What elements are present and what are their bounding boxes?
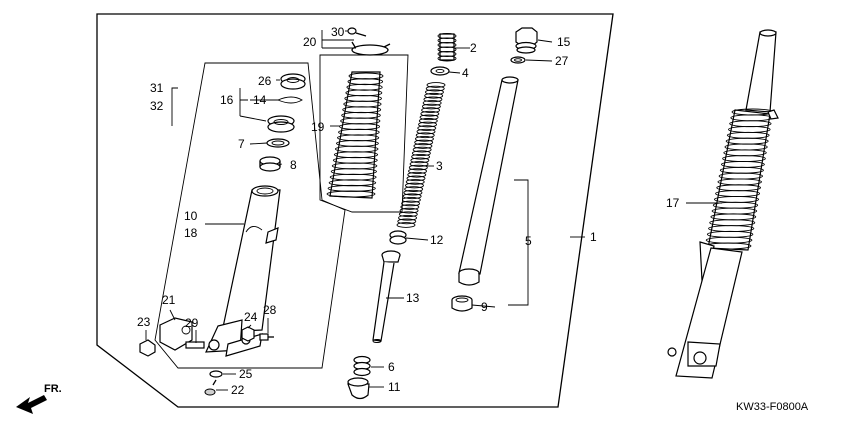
front-fork-assembly-part (667, 29, 779, 379)
callout-22: 22 (231, 383, 245, 397)
oil-seal-part (267, 115, 295, 133)
fork-bolt-part (515, 27, 538, 54)
callout-12: 12 (430, 233, 444, 247)
callout-10: 10 (184, 209, 198, 223)
fork-piston-part (372, 250, 401, 343)
axle-holder-part (159, 317, 193, 351)
callout-24: 24 (244, 310, 258, 324)
callout-19: 19 (311, 120, 325, 134)
drain-nut-part (241, 326, 255, 342)
piston-ring-part (389, 230, 407, 245)
callout-1: 1 (590, 230, 597, 244)
boot-group-frame (319, 54, 409, 213)
callout-32: 32 (150, 99, 164, 113)
callout-15: 15 (557, 35, 571, 49)
callout-14: 14 (253, 93, 267, 107)
callout-16: 16 (220, 93, 234, 107)
rebound-spring-part (353, 355, 371, 377)
drain-bolt-part (259, 333, 274, 341)
callout-17: 17 (666, 196, 680, 210)
callout-29: 29 (185, 316, 199, 330)
callout-8: 8 (290, 158, 297, 172)
outer-assembly-frame (96, 13, 614, 408)
clamp-bolt-part (347, 27, 367, 37)
sealing-washer-part (209, 370, 223, 378)
callout-30: 30 (331, 25, 345, 39)
leader-lines (145, 30, 722, 391)
callout-7: 7 (238, 137, 245, 151)
socket-bolt-part (204, 379, 217, 396)
spring-collar-part (437, 33, 457, 62)
callout-31: 31 (150, 81, 164, 95)
callout-3: 3 (436, 159, 443, 173)
oil-lock-piece-part (347, 377, 370, 400)
callout-6: 6 (388, 360, 395, 374)
fork-pipe-bushing-part (451, 295, 473, 312)
callout-23: 23 (137, 315, 151, 329)
diagram-code: KW33-F0800A (736, 401, 809, 413)
boot-clamp-part (351, 41, 391, 56)
slide-bushing-part (259, 156, 281, 172)
stop-ring-part (276, 96, 303, 104)
callout-5: 5 (525, 234, 532, 248)
fork-boot-part (326, 71, 384, 199)
callout-27: 27 (555, 54, 569, 68)
axle-holder-nut-part (139, 339, 156, 357)
callout-2: 2 (470, 41, 477, 55)
callout-9: 9 (481, 300, 488, 314)
callout-21: 21 (162, 293, 176, 307)
callout-20: 20 (303, 35, 317, 49)
back-up-ring-part (266, 138, 290, 148)
front-label: FR. (44, 383, 62, 395)
spring-seat-part (430, 66, 450, 76)
callout-18: 18 (184, 226, 198, 240)
callout-25: 25 (239, 367, 253, 381)
seal-group-frame (154, 62, 346, 369)
callout-28: 28 (263, 303, 277, 317)
fork-slider-part (205, 185, 281, 357)
fork-spring-part (396, 82, 446, 228)
callout-4: 4 (462, 66, 469, 80)
callout-11: 11 (388, 380, 401, 394)
callout-13: 13 (406, 291, 420, 305)
stud-bolt-part (185, 341, 205, 349)
callout-26: 26 (258, 74, 272, 88)
callout-labels: 30 20 2 4 3 12 13 6 11 5 9 15 27 1 19 26… (137, 25, 680, 397)
fork-pipe-part (458, 76, 519, 286)
o-ring-part (510, 56, 526, 64)
front-arrow-icon: FR. (16, 383, 62, 414)
dust-seal-part (280, 73, 306, 90)
